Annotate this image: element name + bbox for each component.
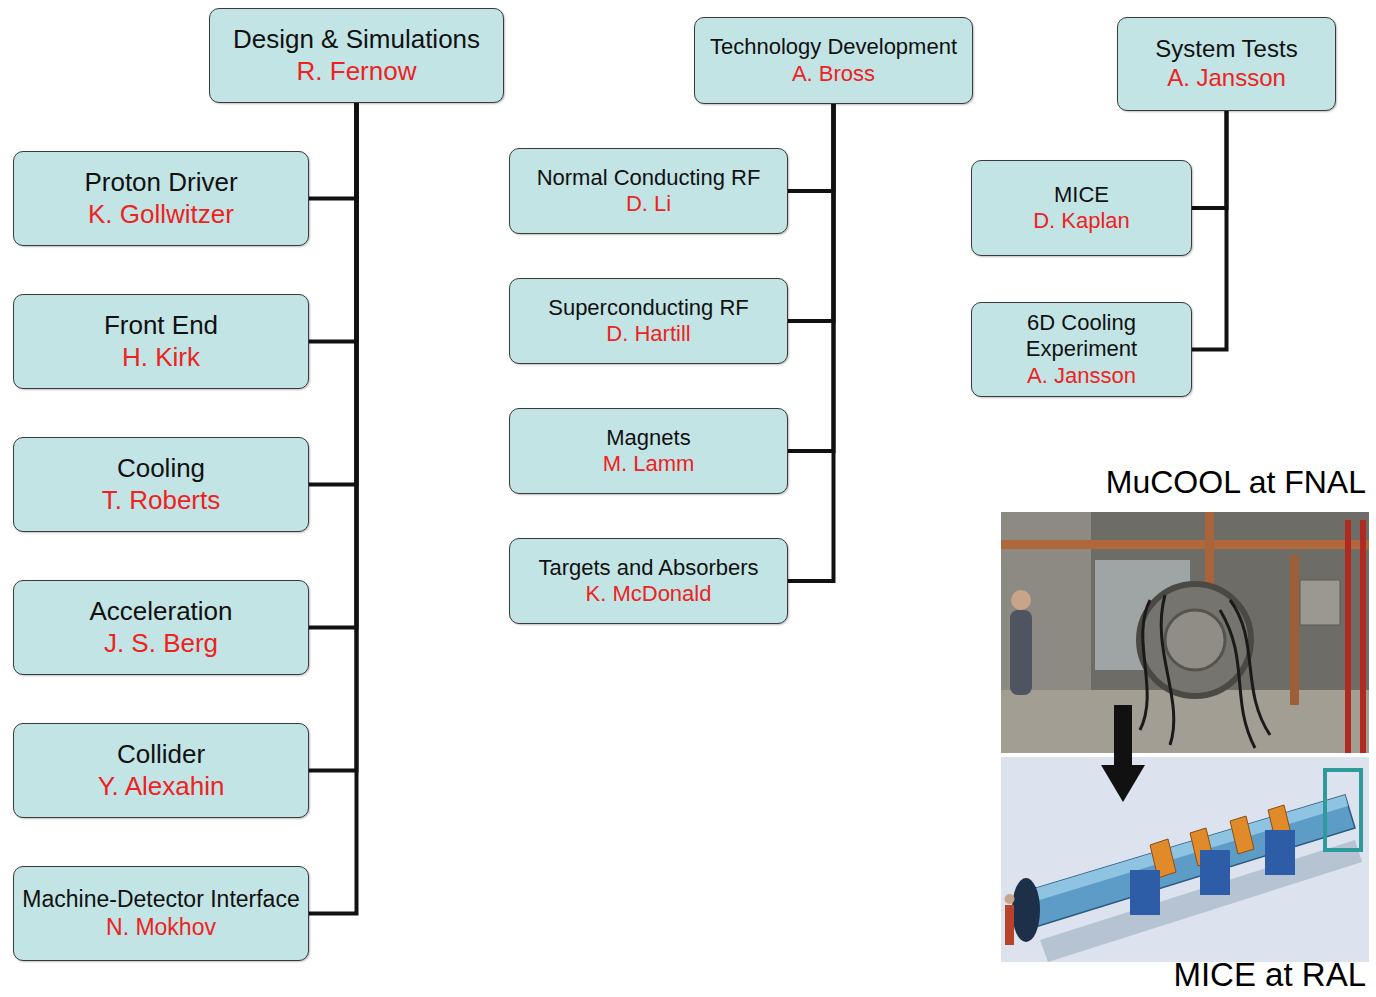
box-content: Design & SimulationsR. Fernow: [214, 24, 499, 86]
unit-name: Targets and Absorbers: [516, 555, 781, 581]
leader-name: A. Jansson: [982, 363, 1181, 389]
leader-name: A. Bross: [698, 61, 969, 87]
unit-name: Technology Development: [698, 34, 969, 60]
arrow-shaft: [1114, 705, 1132, 767]
stands: [1130, 830, 1295, 915]
beamline: [1020, 795, 1355, 928]
org-connector: [309, 103, 357, 914]
org-box: System TestsA. Jansson: [1117, 17, 1336, 111]
org-connector: [309, 103, 357, 342]
box-content: AccelerationJ. S. Berg: [20, 596, 302, 658]
leader-name: Y. Alexahin: [20, 771, 302, 802]
unit-name: Machine-Detector Interface: [17, 886, 305, 914]
box-content: CoolingT. Roberts: [20, 453, 302, 515]
unit-name: Design & Simulations: [214, 24, 499, 55]
ladder-rail: [1360, 520, 1366, 753]
leader-name: N. Mokhov: [17, 914, 305, 942]
person-head: [1005, 894, 1015, 904]
unit-name: Superconducting RF: [516, 295, 781, 321]
leader-name: K. McDonald: [516, 581, 781, 607]
leader-name: A. Jansson: [1124, 64, 1329, 93]
cavity-port: [1165, 610, 1225, 670]
box-content: Proton DriverK. Gollwitzer: [20, 167, 302, 229]
org-box: 6D Cooling ExperimentA. Jansson: [971, 302, 1192, 397]
org-box: Front EndH. Kirk: [13, 294, 309, 389]
org-box: Machine-Detector InterfaceN. Mokhov: [13, 866, 309, 961]
leader-name: D. Li: [516, 191, 781, 217]
render-ground: [1001, 757, 1369, 962]
org-box: MagnetsM. Lamm: [509, 408, 788, 494]
unit-name: Collider: [20, 739, 302, 770]
org-box: ColliderY. Alexahin: [13, 723, 309, 818]
unit-name: Normal Conducting RF: [516, 165, 781, 191]
org-box: CoolingT. Roberts: [13, 437, 309, 532]
box-content: Front EndH. Kirk: [20, 310, 302, 372]
unit-name: Cooling: [20, 453, 302, 484]
leader-name: D. Hartill: [516, 321, 781, 347]
arrow-head: [1101, 765, 1145, 802]
leader-name: M. Lamm: [516, 451, 781, 477]
photo-ground: [1001, 512, 1369, 753]
box-content: ColliderY. Alexahin: [20, 739, 302, 801]
org-box: Proton DriverK. Gollwitzer: [13, 151, 309, 246]
image-caption: MuCOOL at FNAL: [1106, 466, 1366, 500]
org-box: AccelerationJ. S. Berg: [13, 580, 309, 675]
lab-photo: [1001, 512, 1369, 753]
org-connector: [788, 104, 834, 191]
box-content: Machine-Detector InterfaceN. Mokhov: [17, 886, 305, 941]
leader-name: T. Roberts: [20, 485, 302, 516]
leader-name: R. Fernow: [214, 56, 499, 87]
copper-pipe: [1001, 540, 1369, 549]
leader-name: K. Gollwitzer: [20, 199, 302, 230]
box-content: Technology DevelopmentA. Bross: [698, 34, 969, 87]
org-connector: [788, 104, 834, 581]
unit-name: MICE: [980, 182, 1183, 208]
cables: [1140, 595, 1270, 748]
org-connector: [309, 103, 357, 485]
org-box: Technology DevelopmentA. Bross: [694, 17, 973, 104]
box-content: MICED. Kaplan: [980, 182, 1183, 235]
org-box: Superconducting RFD. Hartill: [509, 278, 788, 364]
org-connector: [309, 103, 357, 199]
ladder-rail: [1345, 520, 1351, 753]
org-box: MICED. Kaplan: [971, 160, 1192, 256]
mice-rendering: [1001, 757, 1369, 962]
org-connector: [788, 104, 834, 321]
box-content: 6D Cooling ExperimentA. Jansson: [982, 310, 1181, 389]
unit-name: Proton Driver: [20, 167, 302, 198]
photo-floor: [1001, 690, 1369, 753]
duct: [1300, 580, 1340, 625]
leader-name: J. S. Berg: [20, 628, 302, 659]
org-box: Targets and AbsorbersK. McDonald: [509, 538, 788, 624]
box-content: Normal Conducting RFD. Li: [516, 165, 781, 218]
box-content: MagnetsM. Lamm: [516, 425, 781, 478]
org-connector: [1192, 111, 1227, 208]
org-connector: [1192, 111, 1227, 350]
unit-name: Front End: [20, 310, 302, 341]
org-box: Design & SimulationsR. Fernow: [209, 8, 504, 103]
org-connector: [309, 103, 357, 771]
org-connector: [309, 103, 357, 628]
copper-pipe: [1290, 555, 1299, 705]
detector-ring: [1012, 878, 1040, 942]
box-content: Superconducting RFD. Hartill: [516, 295, 781, 348]
box-content: System TestsA. Jansson: [1124, 35, 1329, 93]
unit-name: System Tests: [1124, 35, 1329, 64]
org-box: Normal Conducting RFD. Li: [509, 148, 788, 234]
box-content: Targets and AbsorbersK. McDonald: [516, 555, 781, 608]
leader-name: D. Kaplan: [980, 208, 1183, 234]
frame: [1325, 770, 1361, 850]
unit-name: 6D Cooling Experiment: [982, 310, 1181, 363]
person: [1010, 610, 1032, 695]
org-connector: [788, 104, 834, 451]
unit-name: Acceleration: [20, 596, 302, 627]
beamline-highlight: [1020, 795, 1348, 905]
leader-name: H. Kirk: [20, 342, 302, 373]
person: [1005, 905, 1014, 945]
image-caption: MICE at RAL: [1173, 958, 1366, 993]
person-head: [1011, 590, 1031, 610]
transition-arrow: [1101, 705, 1145, 802]
unit-name: Magnets: [516, 425, 781, 451]
